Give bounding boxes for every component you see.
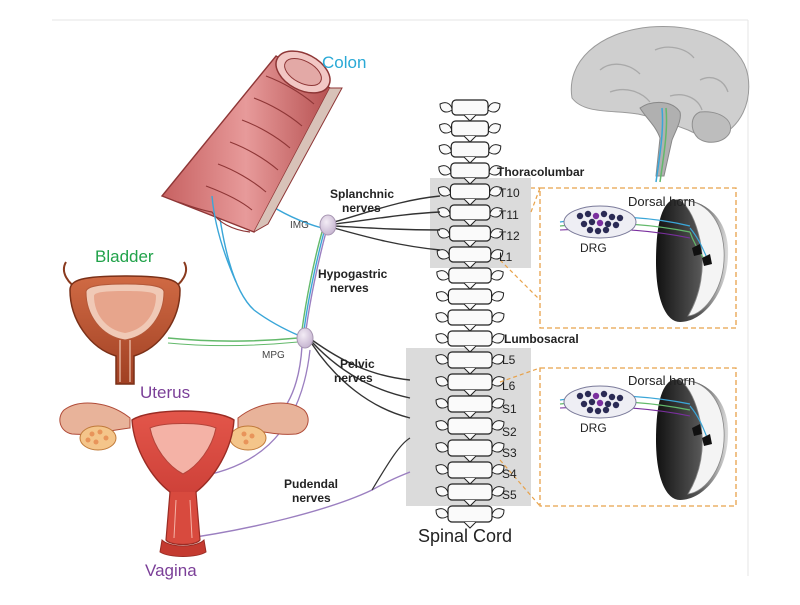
vertebra	[439, 120, 501, 143]
drg-neuron	[588, 398, 596, 406]
hypogastric-label-line2: nerves	[330, 281, 369, 295]
drg-neuron	[612, 221, 620, 229]
splanchnic-label-line2: nerves	[342, 201, 381, 215]
splanchnic-label-line1: Splanchnic	[330, 187, 394, 201]
drg-neuron	[608, 393, 616, 401]
drg-neuron	[602, 226, 610, 234]
level-s5: S5	[502, 488, 517, 502]
vertebra	[437, 225, 503, 248]
drg-neuron	[604, 400, 612, 408]
lower-dorsal-horn-inset	[499, 367, 737, 507]
level-l6: L6	[502, 379, 516, 393]
vertebra	[435, 461, 505, 485]
drg-neuron	[594, 407, 602, 415]
vagina-label: Vagina	[145, 561, 197, 580]
pudendal-label-line1: Pudendal	[284, 477, 338, 491]
lumbosacral-label: Lumbosacral	[504, 332, 579, 346]
drg-neuron	[608, 213, 616, 221]
nerve-pathways	[167, 189, 441, 541]
level-s2: S2	[502, 425, 517, 439]
hypogastric-label-line1: Hypogastric	[318, 267, 388, 281]
drg-neuron	[592, 392, 600, 400]
drg-upper-label: DRG	[580, 241, 607, 255]
vertebra	[435, 505, 505, 529]
drg-neuron	[594, 227, 602, 235]
level-s4: S4	[502, 467, 517, 481]
vertebra	[435, 395, 505, 419]
vertebra	[435, 439, 505, 463]
drg-neuron	[576, 392, 584, 400]
labels: Colon Bladder Uterus Vagina IMG MPG Spla…	[95, 53, 695, 580]
drg-neuron	[586, 406, 594, 414]
drg-neuron	[584, 210, 592, 218]
drg-neuron	[604, 220, 612, 228]
drg-neuron	[580, 220, 588, 228]
level-s3: S3	[502, 446, 517, 460]
colon-label: Colon	[322, 53, 366, 72]
drg-neuron	[612, 401, 620, 409]
vertebra	[436, 246, 504, 269]
pelvic-label-line2: nerves	[334, 371, 373, 385]
brain-illustration	[570, 25, 750, 183]
drg-neuron	[616, 394, 624, 402]
vertebra	[435, 351, 505, 375]
drg-neuron	[580, 400, 588, 408]
drg-neuron	[584, 390, 592, 398]
img-ganglion	[319, 214, 337, 236]
vertebral-column-front	[435, 99, 505, 529]
bladder-label: Bladder	[95, 247, 154, 266]
upper-dorsal-horn-inset	[499, 187, 737, 329]
level-s1: S1	[502, 402, 517, 416]
vertebra	[438, 141, 502, 164]
thoracolumbar-label: Thoracolumbar	[497, 165, 585, 179]
vertebra	[438, 162, 502, 185]
mpg-ganglion	[296, 327, 314, 349]
drg-neuron	[616, 214, 624, 222]
vertebra	[435, 417, 505, 441]
level-l5: L5	[502, 353, 516, 367]
drg-neuron	[600, 210, 608, 218]
colon-illustration	[160, 50, 343, 283]
vertebra	[439, 99, 501, 122]
spinal-cord-label: Spinal Cord	[418, 526, 512, 546]
drg-neuron	[596, 399, 604, 407]
level-t12: T12	[499, 229, 520, 243]
uterus-illustration	[59, 402, 309, 557]
drg-neuron	[576, 212, 584, 220]
mpg-label: MPG	[262, 350, 285, 361]
drg-neuron	[588, 218, 596, 226]
drg-neuron	[602, 406, 610, 414]
drg-neuron	[592, 212, 600, 220]
vertebra	[436, 267, 504, 290]
drg-neuron	[600, 390, 608, 398]
drg-lower-label: DRG	[580, 421, 607, 435]
level-l1: L1	[499, 250, 513, 264]
vertebra	[435, 373, 505, 397]
drg-neuron	[596, 219, 604, 227]
pudendal-label-line2: nerves	[292, 491, 331, 505]
level-t11: T11	[499, 208, 519, 222]
vertebra	[437, 204, 503, 227]
vertebra	[435, 309, 505, 332]
img-label: IMG	[290, 220, 309, 231]
dorsal-horn-lower-label: Dorsal horn	[628, 373, 695, 388]
level-t10: T10	[499, 186, 520, 200]
pelvic-label-line1: Pelvic	[340, 357, 375, 371]
vertebra	[435, 288, 505, 311]
uterus-label: Uterus	[140, 383, 190, 402]
bladder-illustration	[62, 261, 188, 385]
drg-neuron	[586, 226, 594, 234]
dorsal-horn-upper-label: Dorsal horn	[628, 194, 695, 209]
